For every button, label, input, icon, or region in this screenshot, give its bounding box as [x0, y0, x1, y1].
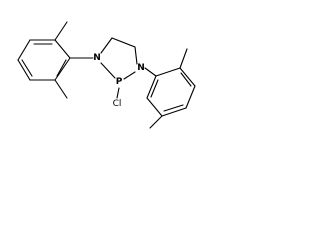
- bond-ch2-ch2: [111, 37, 136, 48]
- bond: [146, 97, 163, 117]
- left-aryl-ring: [17, 21, 71, 99]
- bond-n-right-aryl: [144, 67, 157, 77]
- bond: [54, 57, 71, 81]
- bond: [146, 75, 157, 99]
- methyl-bond: [179, 48, 188, 69]
- double-bond-inner: [56, 59, 67, 77]
- bond: [54, 39, 71, 59]
- bond: [17, 39, 31, 61]
- diazaphospholidine-ring: [100, 37, 138, 80]
- bond: [17, 59, 31, 81]
- atom-label-n-left: N: [93, 53, 101, 63]
- bond-p-n: [123, 71, 136, 80]
- bond-ch2-n: [134, 46, 138, 65]
- chemical-structure-diagram: N P N Cl: [17, 21, 196, 129]
- bond-n-p: [100, 62, 116, 79]
- atom-label-chlorine: Cl: [113, 99, 122, 109]
- double-bond-inner: [21, 59, 33, 77]
- bond: [155, 67, 181, 77]
- atom-label-n-right: N: [137, 63, 145, 73]
- atom-label-phosphorus: P: [116, 77, 123, 87]
- bond-n-ch2: [100, 37, 113, 54]
- double-bond-inner: [163, 104, 184, 112]
- bond: [179, 67, 196, 87]
- bond: [161, 107, 187, 117]
- methyl-bond: [149, 115, 163, 129]
- bond: [185, 85, 196, 109]
- right-aryl-ring: [146, 48, 196, 129]
- bond-p-cl: [116, 87, 120, 99]
- double-bond-inner: [150, 79, 159, 98]
- methyl-bond: [54, 79, 68, 99]
- double-bond-inner: [180, 72, 192, 87]
- methyl-bond: [54, 21, 68, 41]
